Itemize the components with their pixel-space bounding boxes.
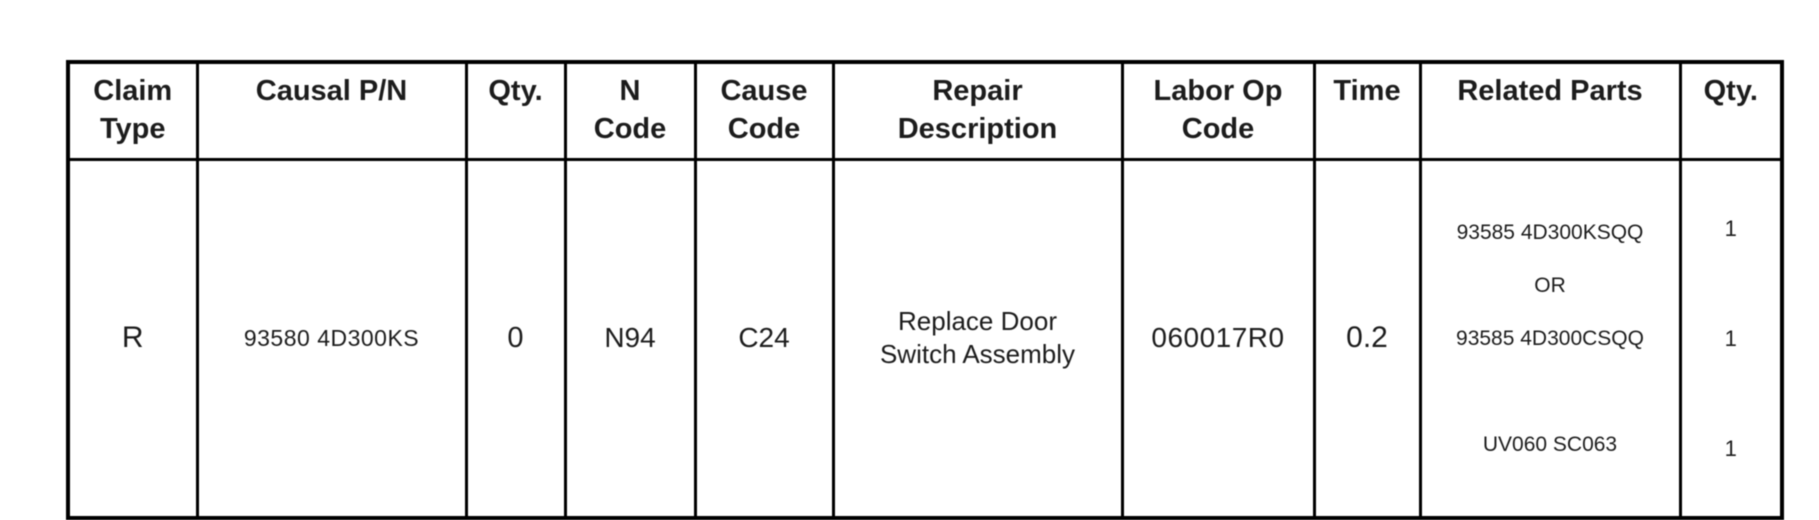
header-causal-pn: Causal P/N	[195, 60, 468, 161]
header-related-qty: Qty.	[1678, 60, 1784, 161]
cell-time: 0.2	[1312, 157, 1422, 519]
header-time: Time	[1312, 60, 1422, 161]
cell-qty: 0	[464, 157, 567, 519]
related-qty-line: 1	[1724, 215, 1737, 241]
header-repair-description: Repair Description	[831, 60, 1124, 161]
related-part-line: 93585 4D300KSQQ	[1456, 220, 1644, 244]
cell-claim-type: R	[66, 157, 199, 519]
cell-cause-code: C24	[693, 157, 835, 519]
table-row: R 93580 4D300KS 0 N94 C24 Replace Door S…	[66, 157, 1784, 519]
related-part-line: OR	[1534, 273, 1566, 297]
cell-repair-description: Replace Door Switch Assembly	[831, 157, 1124, 519]
related-qty-line: 1	[1724, 435, 1737, 461]
related-part-line: 93585 4D300CSQQ	[1456, 326, 1644, 350]
table-header-row: Claim Type Causal P/N Qty. N Code Cause …	[66, 60, 1784, 161]
related-part-line	[1423, 377, 1677, 406]
header-related-parts: Related Parts	[1418, 60, 1682, 161]
header-n-code: N Code	[563, 60, 697, 161]
related-qty-line: 1	[1724, 325, 1737, 351]
cell-related-qty: 1 1 1	[1678, 157, 1784, 519]
header-labor-op-code: Labor Op Code	[1120, 60, 1316, 161]
cell-causal-pn: 93580 4D300KS	[195, 157, 468, 519]
related-part-line: UV060 SC063	[1482, 432, 1618, 456]
cell-related-parts: 93585 4D300KSQQ OR 93585 4D300CSQQ UV060…	[1418, 157, 1682, 519]
related-qty-line	[1683, 379, 1779, 408]
header-qty: Qty.	[464, 60, 567, 161]
related-qty-line	[1683, 269, 1779, 298]
header-claim-type: Claim Type	[66, 60, 199, 161]
cell-n-code: N94	[563, 157, 697, 519]
cell-labor-op-code: 060017R0	[1120, 157, 1316, 519]
header-cause-code: Cause Code	[693, 60, 835, 161]
warranty-info-table: Claim Type Causal P/N Qty. N Code Cause …	[66, 60, 1784, 520]
